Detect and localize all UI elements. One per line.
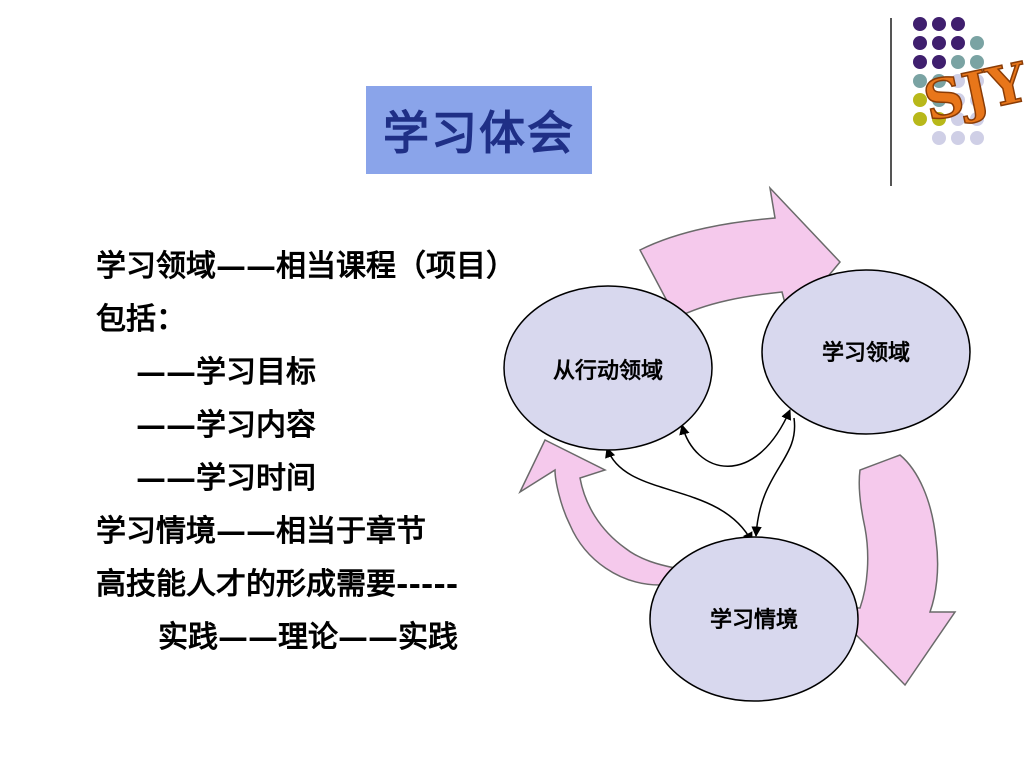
body-line-7: 高技能人才的形成需要----- (96, 567, 459, 602)
node-ellipse (503, 285, 713, 451)
node-ellipse (761, 269, 971, 435)
connector-arrow (605, 447, 753, 543)
decorative-dot (932, 17, 946, 31)
decorative-dot (970, 112, 984, 126)
cycle-arrow-right (828, 454, 957, 687)
svg-text:SJY: SJY (918, 49, 1024, 133)
decorative-dot (913, 93, 927, 107)
decorative-dot (951, 131, 965, 145)
decorative-dot (932, 55, 946, 69)
decorative-dot (913, 55, 927, 69)
connector-arrow (679, 409, 792, 467)
decorative-dot (913, 74, 927, 88)
decorative-dot (932, 93, 946, 107)
body-line-2: 包括： (96, 302, 186, 337)
body-line-4: ——学习内容 (136, 408, 316, 443)
decorative-dot (951, 74, 965, 88)
node-label-action-field: 从行动领域 (553, 358, 663, 384)
body-line-1: 学习领域——相当课程（项目） (96, 249, 516, 284)
decorative-dot (932, 112, 946, 126)
decorative-dot (913, 17, 927, 31)
decorative-dot (970, 36, 984, 50)
node-label-learning-situation: 学习情境 (710, 607, 798, 633)
decorative-dot (951, 36, 965, 50)
decorative-dots (913, 17, 984, 145)
decorative-dot (932, 36, 946, 50)
node-ellipse (649, 536, 859, 702)
divider-line (890, 18, 892, 186)
body-line-8: 实践——理论——实践 (158, 620, 458, 655)
cycle-arrow-left (518, 438, 677, 586)
cycle-arrow-top (638, 185, 842, 324)
decorative-dot (970, 93, 984, 107)
decorative-dot (951, 93, 965, 107)
decorative-dot (970, 55, 984, 69)
page-title: 学习体会 (383, 106, 575, 160)
node-label-learning-field: 学习领域 (822, 340, 910, 366)
body-text: 学习领域——相当课程（项目） 包括： ——学习目标 ——学习内容 ——学习时间 … (96, 240, 516, 664)
title-box: 学习体会 (366, 86, 592, 174)
connector-arrow (751, 417, 796, 538)
decorative-dot (951, 55, 965, 69)
decorative-dot (970, 74, 984, 88)
body-line-5: ——学习时间 (136, 461, 316, 496)
body-line-6: 学习情境——相当于章节 (96, 514, 426, 549)
decorative-dot (932, 131, 946, 145)
body-line-3: ——学习目标 (136, 355, 316, 390)
decorative-dot (932, 74, 946, 88)
decorative-dot (913, 112, 927, 126)
decorative-dot (951, 112, 965, 126)
decorative-dot (951, 17, 965, 31)
decorative-dot (970, 131, 984, 145)
logo-sjy: SJY (917, 48, 1024, 134)
decorative-dot (913, 36, 927, 50)
